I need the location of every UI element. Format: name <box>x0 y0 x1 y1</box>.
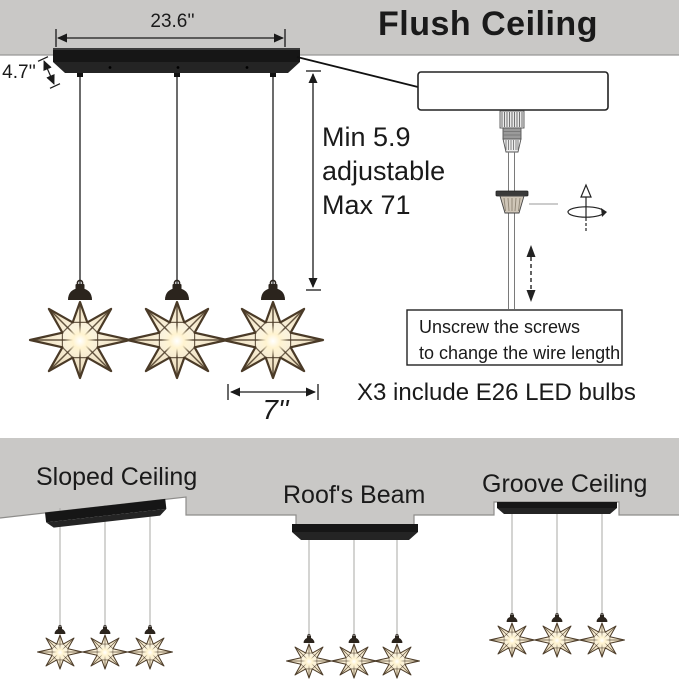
sloped-ceiling-bar <box>44 498 167 528</box>
ceiling-types-band <box>0 438 679 527</box>
depth-dimension-label: 4.7'' <box>2 62 36 83</box>
bulbs-note: X3 include E26 LED bulbs <box>357 379 636 406</box>
flush-ceiling-band <box>0 0 679 56</box>
groove-ceiling-bar <box>497 502 617 514</box>
drop-max-label: Max 71 <box>322 190 411 220</box>
roof-beam-pendants <box>286 633 420 679</box>
section-title: Flush Ceiling <box>378 5 598 43</box>
canopy-detail <box>417 71 609 111</box>
groove-ceiling-pendants <box>489 612 625 658</box>
note-box-text: Unscrew the screws to change the wire le… <box>419 314 620 366</box>
cord-adjuster-cone <box>495 190 558 214</box>
depth-dimension-arrow <box>37 56 61 89</box>
sloped-ceiling-label: Sloped Ceiling <box>36 463 198 491</box>
detail-pointer-arrow <box>296 56 431 93</box>
note-box <box>406 309 623 366</box>
shade-dimension-arrow <box>227 384 319 400</box>
roof-beam-label: Roof's Beam <box>283 481 426 509</box>
drop-min-label: Min 5.9 <box>322 122 411 152</box>
drop-adjustable-label: adjustable <box>322 156 446 186</box>
bottom-cords <box>59 502 603 636</box>
width-dimension-label: 23.6'' <box>150 11 195 32</box>
width-dimension-arrow <box>55 29 286 47</box>
shade-dimension-label: 7'' <box>262 394 289 425</box>
star-pendant <box>125 279 229 380</box>
note-line-2: to change the wire length <box>419 343 621 363</box>
mount-bar <box>53 48 300 77</box>
sloped-ceiling-pendants <box>37 624 173 670</box>
star-pendant <box>221 279 325 380</box>
drop-dimension-label: Min 5.9 adjustable Max 71 <box>322 120 445 222</box>
star-pendant <box>28 279 132 380</box>
groove-ceiling-label: Groove Ceiling <box>482 470 648 498</box>
roof-beam-bar <box>292 524 418 540</box>
screw-connector <box>499 110 525 153</box>
hanging-wires <box>508 152 515 309</box>
note-line-1: Unscrew the screws <box>419 317 581 337</box>
adjust-length-arrow-icon <box>526 245 536 302</box>
rotate-screw-icon <box>567 183 607 233</box>
drop-dimension-arrow <box>306 70 321 291</box>
pendant-cords <box>79 72 274 284</box>
